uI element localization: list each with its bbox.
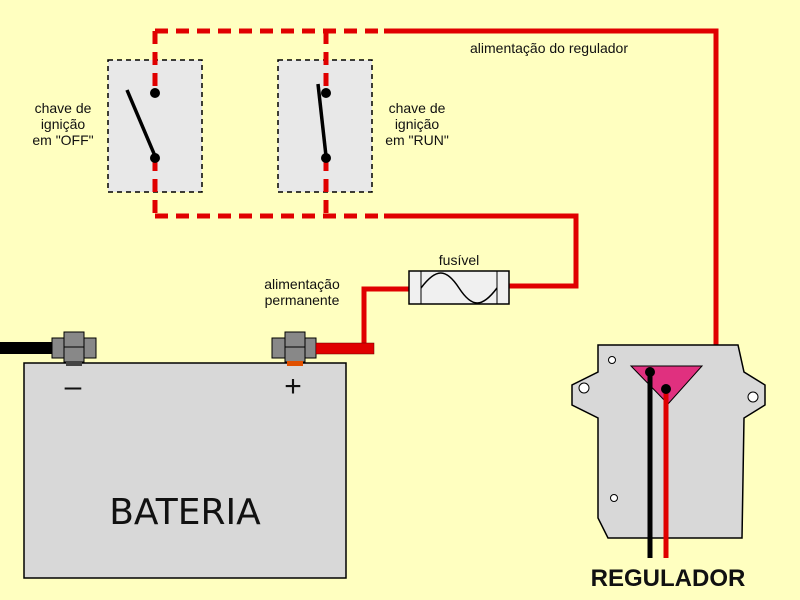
battery-body [23,362,347,579]
regulator-label: REGULADOR [590,565,746,592]
negative-cable [0,342,52,354]
positive-terminal [271,331,317,366]
regulator-screw-bottom [610,494,618,502]
battery-label: BATERIA [109,492,261,533]
regulator-ground-pin [645,367,655,377]
switch-run-label-line-2: ignição [394,116,440,132]
switched-wiring [152,28,384,219]
fuse [408,270,510,305]
switch-run-label-line-1: chave de [388,100,446,116]
battery-negative-sign: – [64,370,82,403]
switch-run-label: chave de ignição em "RUN" [374,100,460,148]
switch-to-fuse-wire [384,213,579,289]
regulator-feed-label: alimentação do regulador [470,40,628,56]
regulator-mount-hole-left [578,382,590,394]
permanent-feed-wire [361,286,409,346]
permanent-feed-label-line-2: permanente [264,292,340,308]
switch-off-label-line-3: em "OFF" [32,132,94,148]
regulator-screw-top [608,356,616,364]
fuse-label: fusível [438,252,480,268]
permanent-feed-label: alimentação permanente [250,276,354,308]
negative-terminal [51,331,97,366]
regulator-mount-hole-right [747,391,759,403]
battery-positive-sign: + [284,370,302,403]
switch-off-label: chave de ignição em "OFF" [20,100,106,148]
switch-off-contacts [125,88,160,163]
regulator-feed-pin [661,384,671,394]
regulator-feed-wire [384,28,719,393]
switch-off-label-line-1: chave de [34,100,92,116]
switch-run-contacts [316,83,331,163]
switch-run-label-line-3: em "RUN" [385,132,449,148]
switch-off-label-line-2: ignição [40,116,86,132]
positive-cable-lug [315,342,375,355]
permanent-feed-label-line-1: alimentação [264,276,340,292]
